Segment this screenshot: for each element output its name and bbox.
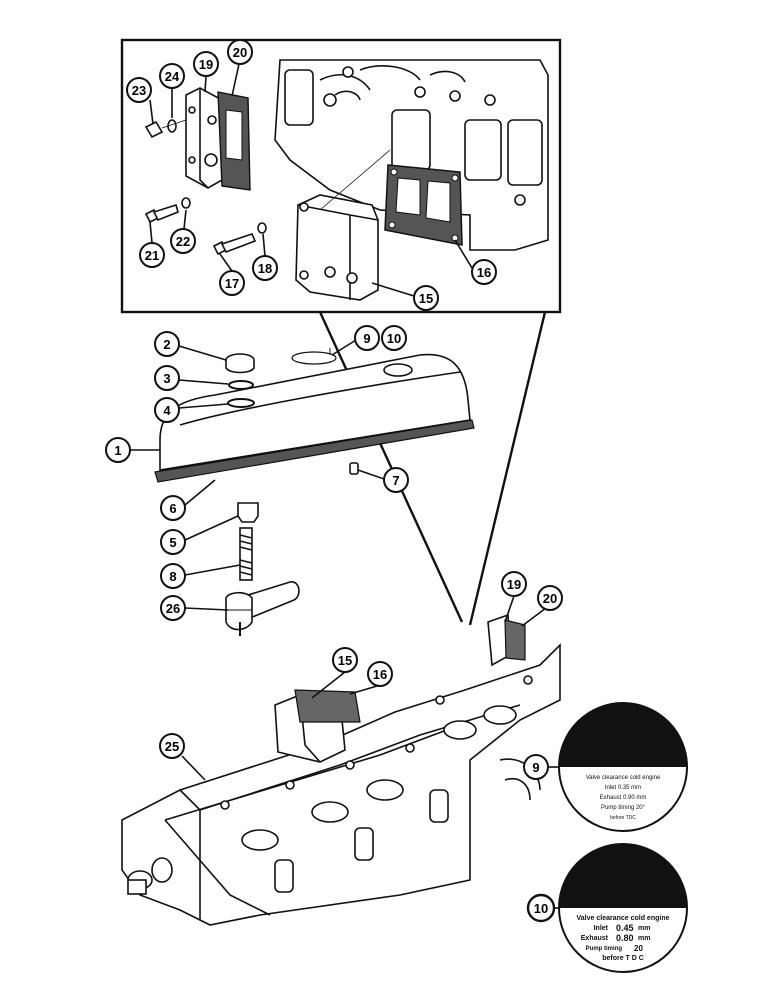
callout-8	[160, 563, 186, 589]
callout-20	[227, 39, 253, 65]
decal-10-line5: before T D C	[602, 955, 644, 962]
callout-19-label: 19	[199, 57, 213, 72]
callout-7-label: 7	[392, 473, 399, 488]
inset-leader-right	[468, 311, 547, 626]
decal-9-line5: before TDC	[610, 815, 636, 821]
callout-17-label: 17	[225, 276, 239, 291]
callout-21-label: 21	[145, 248, 159, 263]
callout-2	[154, 331, 180, 357]
decal-10-exhaust-unit: mm	[638, 935, 650, 942]
cylinder-head-25	[121, 643, 561, 926]
callout-25	[159, 733, 185, 759]
inset-gasket-16	[384, 164, 463, 246]
callout-10-decal-label: 10	[534, 901, 548, 916]
decal-9-line2: Inlet 0.35 mm	[605, 785, 641, 791]
decal-10: Valve clearance cold engine Inlet 0.45 m…	[558, 843, 688, 973]
callout-19	[193, 51, 219, 77]
callout-15-label: 15	[419, 291, 433, 306]
callout-10-label: 10	[387, 331, 401, 346]
callout-17	[219, 270, 245, 296]
callout-16-label: 16	[477, 265, 491, 280]
callout-5-label: 5	[169, 535, 176, 550]
callout-9-label: 9	[363, 331, 370, 346]
callout-10-decal	[526, 893, 556, 923]
decal-10-pump-value: 20	[634, 944, 643, 953]
callout-16	[471, 259, 497, 285]
rocker-cover-1	[159, 353, 471, 471]
stud-8	[239, 527, 253, 581]
callout-22-label: 22	[176, 234, 190, 249]
head-plate-19	[487, 613, 526, 667]
callout-3	[154, 365, 180, 391]
callout-10	[381, 325, 407, 351]
decal-10-inlet-label: Inlet	[594, 925, 609, 932]
inset-cylinder-head	[274, 59, 549, 251]
callout-2-label: 2	[163, 337, 170, 352]
callout-4-label: 4	[163, 403, 171, 418]
detail-inset-frame	[120, 38, 562, 314]
callout-19-head	[501, 571, 527, 597]
inset-cover-plate-15	[295, 149, 391, 301]
callout-16-head-label: 16	[373, 667, 387, 682]
decal-9-line3: Exhaust 0.90 mm	[600, 795, 647, 801]
callout-8-label: 8	[169, 569, 176, 584]
inset-leader-left	[318, 311, 464, 623]
callout-24-label: 24	[165, 69, 180, 84]
callout-15-head	[332, 647, 358, 673]
callout-16-head	[367, 661, 393, 687]
decal-10-line1: Valve clearance cold engine	[577, 915, 670, 922]
inset-bolt-17	[212, 222, 267, 256]
callout-9	[354, 325, 380, 351]
callout-23	[126, 77, 152, 103]
callout-22	[170, 228, 196, 254]
decal-10-pump-label: Pump timing	[586, 946, 623, 952]
callout-4	[154, 397, 180, 423]
decal-9: Valve clearance cold engine Inlet 0.35 m…	[558, 702, 688, 832]
callout-26	[160, 595, 186, 621]
sleeve-nut-5	[237, 502, 259, 523]
decal-9-line4: Pump timing 20°	[601, 805, 646, 811]
seal-3	[228, 380, 254, 390]
dowel-7	[349, 462, 359, 475]
decal-10-exhaust-value: 0.80	[616, 933, 634, 943]
inset-plate-19	[185, 87, 223, 189]
callout-15	[413, 285, 439, 311]
callout-24	[159, 63, 185, 89]
callout-26-label: 26	[166, 601, 180, 616]
callout-6	[160, 495, 186, 521]
callout-6-label: 6	[169, 501, 176, 516]
callout-15-head-label: 15	[338, 653, 352, 668]
head-gasket-16	[294, 689, 361, 723]
oil-filler-cap-2	[225, 353, 255, 374]
callout-3-label: 3	[163, 371, 170, 386]
decal-10-exhaust-label: Exhaust	[581, 935, 609, 942]
inset-bolt-21	[144, 197, 191, 224]
callout-21	[139, 242, 165, 268]
callout-18-label: 18	[258, 261, 272, 276]
callout-18	[252, 255, 278, 281]
decal-10-inlet-unit: mm	[638, 925, 650, 932]
callout-5	[160, 529, 186, 555]
callout-9-decal-label: 9	[532, 760, 539, 775]
callout-1	[105, 437, 131, 463]
banjo-fitting-26	[225, 581, 300, 636]
callout-7	[383, 467, 409, 493]
callout-25-label: 25	[165, 739, 179, 754]
decal-10-inlet-value: 0.45	[616, 923, 634, 933]
seal-4	[227, 398, 255, 408]
decal-outline	[291, 351, 337, 365]
callout-20-head	[537, 585, 563, 611]
inset-bolt-23	[144, 119, 187, 139]
callout-1-label: 1	[114, 443, 121, 458]
callout-20-label: 20	[233, 45, 247, 60]
callout-20-head-label: 20	[543, 591, 557, 606]
rocker-cover-gasket-6	[154, 419, 475, 483]
callout-9-decal	[523, 754, 549, 780]
decal-9-line1: Valve clearance cold engine	[586, 775, 661, 781]
inset-gasket-20	[217, 91, 251, 191]
callout-19-head-label: 19	[507, 577, 521, 592]
callout-23-label: 23	[132, 83, 146, 98]
